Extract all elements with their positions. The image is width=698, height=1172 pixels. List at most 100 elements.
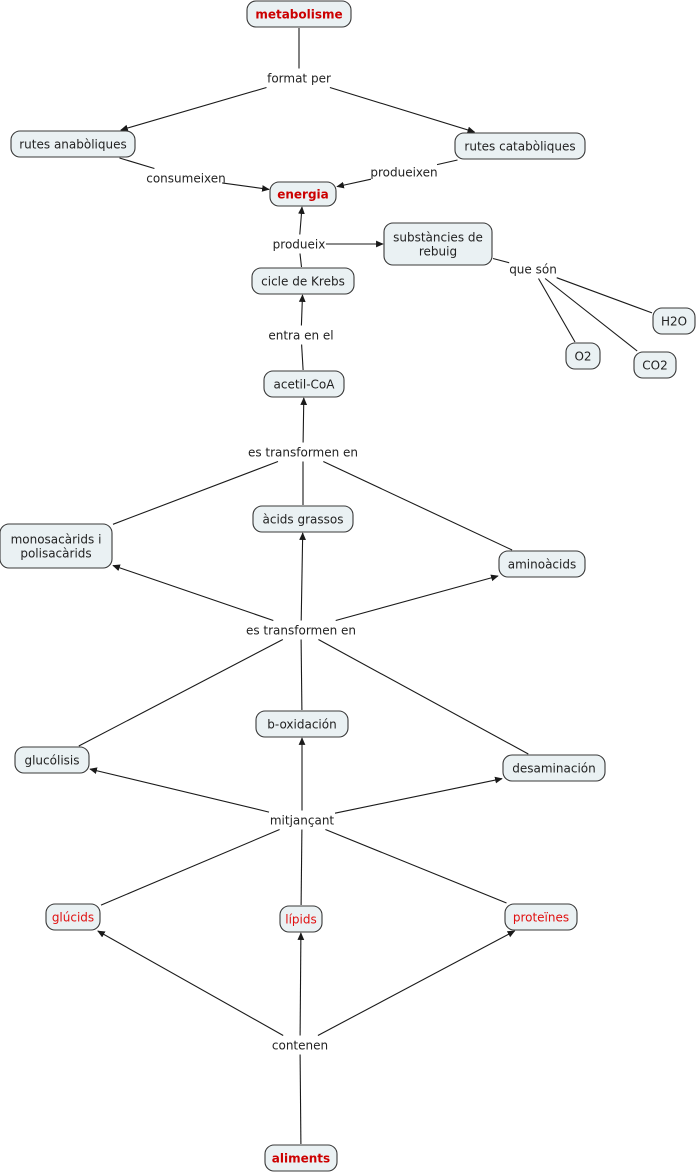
concept-node-label: metabolisme	[255, 8, 342, 22]
link-label-text: que són	[509, 263, 557, 277]
link-label-text: entra en el	[268, 329, 333, 343]
link-label: contenen	[272, 1037, 328, 1053]
concept-node-box[interactable]	[0, 523, 113, 569]
concept-node-label: rutes anabòliques	[19, 138, 127, 152]
link-label-backdrop	[272, 236, 326, 252]
edge-line	[556, 277, 653, 314]
concept-node[interactable]: rutes catabòliques	[454, 132, 586, 160]
concept-node-label: rutes catabòliques	[464, 140, 575, 154]
concept-node[interactable]: energia	[269, 181, 337, 207]
edge-arrow	[120, 86, 267, 132]
link-label-text: format per	[267, 72, 331, 86]
link-labels-layer: format per consumeixen produeixen produeix q…	[146, 70, 557, 1053]
edge-line	[323, 461, 513, 551]
concept-node-box[interactable]	[246, 0, 352, 28]
link-label: entra en el	[264, 327, 338, 343]
concept-node-label: rebuig	[419, 245, 457, 259]
concept-node-box[interactable]	[502, 754, 606, 782]
edge-arrow	[298, 294, 306, 326]
concept-node-box[interactable]	[251, 267, 355, 295]
concept-node[interactable]: aminoàcids	[498, 550, 586, 578]
concept-node[interactable]: O2	[565, 342, 601, 370]
concept-node-box[interactable]	[498, 550, 586, 578]
edge-arrow	[334, 776, 503, 814]
link-label-backdrop	[273, 1037, 327, 1053]
concept-node[interactable]: CO2	[633, 351, 677, 379]
concept-node-box[interactable]	[10, 130, 136, 158]
concept-node-label: substàncies de	[393, 231, 483, 245]
concept-node-box[interactable]	[252, 505, 354, 533]
edge-arrow	[300, 397, 308, 443]
edge-line	[100, 828, 280, 906]
link-label-backdrop	[264, 327, 338, 343]
concept-node[interactable]: metabolisme	[246, 0, 352, 28]
edge-line	[300, 639, 303, 711]
concept-node-label: CO2	[642, 359, 667, 373]
concept-node-label: glucólisis	[24, 754, 79, 768]
concept-node-box[interactable]	[45, 903, 101, 931]
concept-node[interactable]: acetil-CoA	[263, 370, 345, 398]
concept-node[interactable]: H2O	[652, 307, 696, 335]
concept-node[interactable]: lípids	[279, 905, 323, 933]
edge-line	[112, 460, 279, 525]
link-label-backdrop	[371, 164, 437, 180]
edge-line	[544, 278, 638, 352]
edge-line	[299, 253, 303, 268]
concept-node[interactable]: glucólisis	[14, 746, 90, 774]
concept-node-label: aminoàcids	[508, 558, 576, 572]
concept-node-box[interactable]	[255, 710, 349, 738]
concept-node[interactable]: b-oxidación	[255, 710, 349, 738]
concept-node[interactable]: rutes anabòliques	[10, 130, 136, 158]
concept-node[interactable]: cicle de Krebs	[251, 267, 355, 295]
concept-node-label: àcids grassos	[263, 513, 344, 527]
concept-node-box[interactable]	[279, 905, 323, 933]
concept-node-box[interactable]	[633, 351, 677, 379]
concept-node-label: H2O	[661, 315, 687, 329]
link-label: produeix	[272, 236, 326, 252]
edge-arrow	[97, 930, 284, 1036]
concept-node-box[interactable]	[652, 307, 696, 335]
concept-node-box[interactable]	[264, 1144, 338, 1172]
concept-node-box[interactable]	[565, 342, 601, 370]
link-label: es transformen en	[248, 444, 358, 460]
concept-node-box[interactable]	[383, 222, 493, 266]
concept-node[interactable]: aliments	[264, 1144, 338, 1172]
edge-line	[300, 829, 303, 906]
edge-arrow	[299, 532, 306, 621]
edge-arrow	[335, 574, 499, 622]
link-label: que són	[509, 261, 557, 277]
edge-line	[301, 344, 304, 371]
concept-node-label: monosacàrids i	[11, 533, 102, 547]
concept-node[interactable]: proteïnes	[504, 903, 578, 931]
concept-node-box[interactable]	[263, 370, 345, 398]
link-label: produeixen	[370, 164, 438, 180]
edge-arrow	[336, 178, 372, 189]
link-label-text: produeixen	[370, 166, 437, 180]
concept-node[interactable]: desaminación	[502, 754, 606, 782]
concept-node-label: acetil-CoA	[274, 378, 336, 392]
concept-node[interactable]: glúcids	[45, 903, 101, 931]
link-label-backdrop	[149, 170, 223, 186]
edge-arrow	[222, 182, 270, 192]
edge-line	[325, 828, 507, 904]
concept-node-label: b-oxidación	[267, 718, 336, 732]
edge-arrow	[297, 932, 305, 1036]
edge-line	[436, 159, 458, 166]
edge-arrow	[298, 206, 305, 235]
concept-node-label: polisacàrids	[20, 547, 91, 561]
concept-node[interactable]: àcids grassos	[252, 505, 354, 533]
link-label-backdrop	[509, 261, 557, 277]
concept-node-box[interactable]	[454, 132, 586, 160]
concept-node-box[interactable]	[14, 746, 90, 774]
link-label: mitjançant	[269, 812, 335, 828]
link-label-text: consumeixen	[146, 172, 226, 186]
link-label-text: es transformen en	[248, 446, 358, 460]
concept-node-box[interactable]	[504, 903, 578, 931]
concept-node-box[interactable]	[269, 181, 337, 207]
link-label: consumeixen	[146, 170, 226, 186]
edge-line	[78, 639, 284, 747]
